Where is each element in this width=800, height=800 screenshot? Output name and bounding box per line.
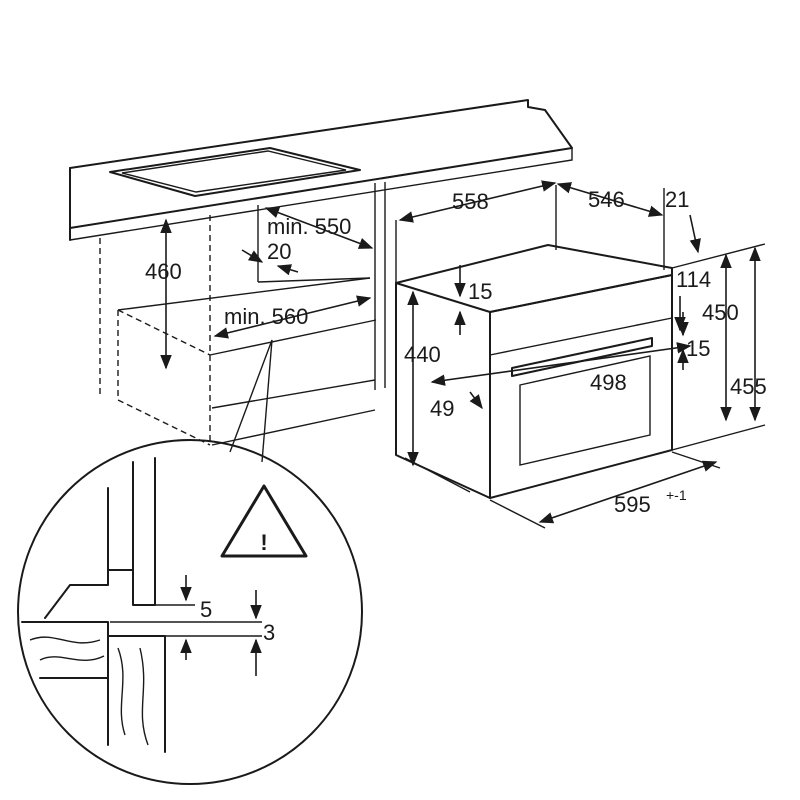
label-min-560: min. 560 xyxy=(224,304,308,329)
label-558: 558 xyxy=(452,189,489,214)
label-455: 455 xyxy=(730,374,767,399)
dimension-lines xyxy=(160,180,766,529)
label-460: 460 xyxy=(145,259,182,284)
label-546: 546 xyxy=(588,187,625,212)
dim-546-line xyxy=(556,182,664,217)
label-498: 498 xyxy=(590,370,627,395)
warning-triangle-icon: ! xyxy=(220,484,308,558)
label-min-550: min. 550 xyxy=(267,214,351,239)
label-3: 3 xyxy=(263,620,275,645)
label-450: 450 xyxy=(702,300,739,325)
dim-min550-line xyxy=(264,207,374,249)
label-20: 20 xyxy=(267,239,291,264)
cabinet xyxy=(99,182,386,446)
labels: 558 546 21 460 min. 550 20 min. 560 440 … xyxy=(145,187,767,645)
dim-595-line xyxy=(538,460,718,524)
detail-circle xyxy=(17,439,363,785)
dim-21-line xyxy=(689,214,701,254)
label-15-top: 15 xyxy=(468,279,492,304)
dim-498-line xyxy=(430,342,692,386)
label-21: 21 xyxy=(665,187,689,212)
label-114: 114 xyxy=(676,267,711,292)
dim-min560-line xyxy=(213,295,372,339)
label-595: 595 xyxy=(614,492,651,517)
dim-558-line xyxy=(398,180,557,223)
label-440: 440 xyxy=(404,342,441,367)
label-5: 5 xyxy=(200,597,212,622)
countertop xyxy=(69,99,573,241)
label-15-front: 15 xyxy=(686,336,710,361)
oven xyxy=(395,244,673,499)
label-49: 49 xyxy=(430,396,454,421)
label-595-tolerance: +-1 xyxy=(666,487,687,503)
detail-view xyxy=(17,339,363,785)
warning-symbol: ! xyxy=(260,530,267,555)
